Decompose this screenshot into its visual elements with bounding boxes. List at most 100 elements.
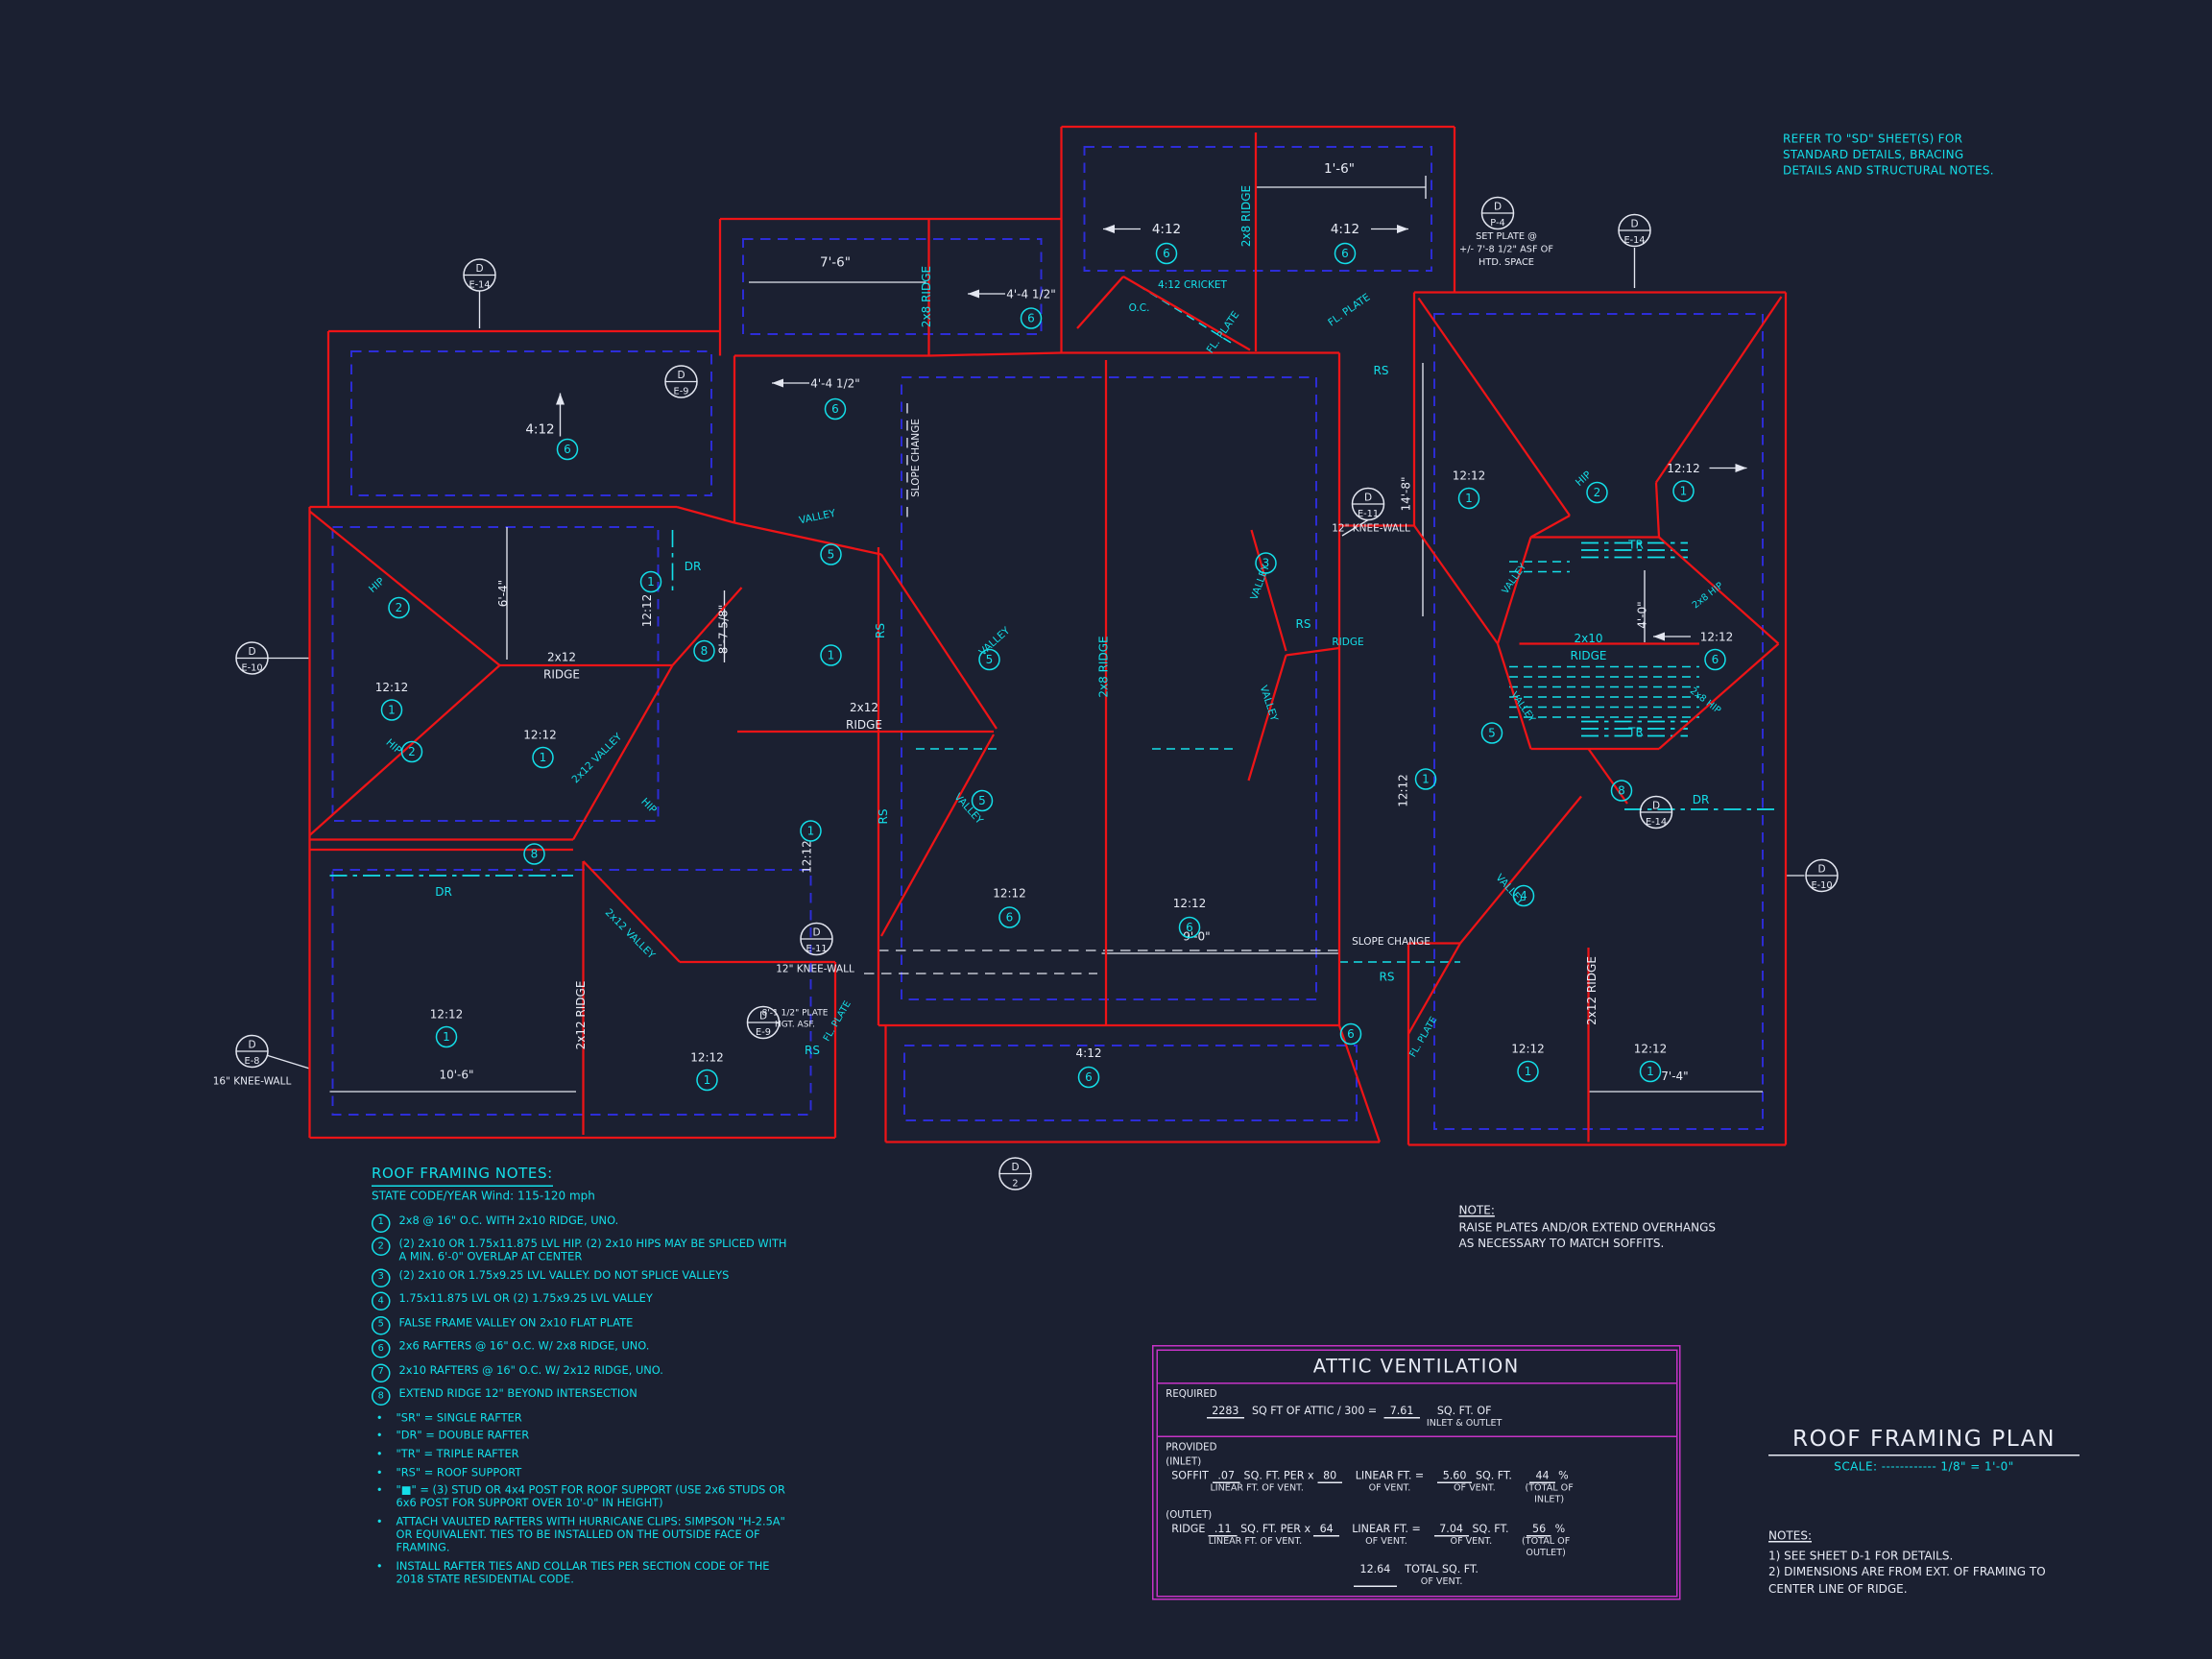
roof-framing-line xyxy=(1658,642,1780,750)
framing-note-text: "DR" = DOUBLE RAFTER xyxy=(396,1429,530,1443)
required-formula: SQ FT OF ATTIC / 300 = xyxy=(1251,1403,1378,1417)
roof-framing-line xyxy=(928,351,1062,357)
roof-framing-line xyxy=(1286,646,1340,657)
plan-annotation-label: 2x12 RIDGE xyxy=(574,981,588,1050)
plan-annotation-label: DR xyxy=(1693,793,1710,806)
vent-name: RIDGE xyxy=(1171,1521,1206,1535)
keynote-circle xyxy=(824,397,847,421)
keynote-circle xyxy=(1639,1060,1662,1083)
roof-framing-line xyxy=(1337,1024,1382,1142)
framing-note-item: 4 1.75x11.875 LVL OR (2) 1.75x9.25 LVL V… xyxy=(372,1291,792,1311)
plan-annotation-label: RS xyxy=(1296,617,1311,631)
keynote-number: 1 xyxy=(388,704,396,717)
plan-annotation-label: FL. PLATE xyxy=(1205,309,1242,355)
detail-callout-ref: E-11 xyxy=(1358,509,1379,519)
keynote-number: 8 xyxy=(531,848,539,861)
keynote-number-badge: 8 xyxy=(372,1386,391,1407)
roof-framing-line xyxy=(308,664,501,836)
roof-framing-line xyxy=(1496,643,1532,750)
roof-framing-line xyxy=(1529,515,1571,539)
detail-callout-sheet: D xyxy=(759,1010,767,1022)
keynote-number-badge: 6 xyxy=(372,1339,391,1358)
keynote-number: 6 xyxy=(1712,653,1719,666)
detail-callout-sheet: D xyxy=(248,646,255,658)
sd-note-line: STANDARD DETAILS, BRACING xyxy=(1783,148,1964,161)
vent-pct-unit: % xyxy=(1554,1521,1566,1535)
vent-mid-col: LINEAR FT. = OF VENT. xyxy=(1352,1522,1421,1547)
keynote-number: 6 xyxy=(1347,1027,1355,1041)
plan-annotation-label: 7'-4" xyxy=(1661,1070,1688,1083)
keynote-circle xyxy=(1414,768,1437,790)
framing-note-text: 2x8 @ 16" O.C. WITH 2x10 RIDGE, UNO. xyxy=(398,1213,619,1227)
keynote-number-badge: 4 xyxy=(372,1291,391,1311)
keynote-circle xyxy=(1155,242,1178,265)
attic-sqft-value: 2283 xyxy=(1206,1404,1245,1418)
plan-annotation-label: 2x8 HIP xyxy=(1691,581,1725,612)
keynote-circle xyxy=(380,699,403,721)
keynote-circle xyxy=(1334,242,1357,265)
plan-annotation-label: 12:12 xyxy=(430,1008,464,1022)
keynote-number: 1 xyxy=(647,575,655,589)
bullet-marker: • xyxy=(375,1465,383,1479)
slope-arrow-head xyxy=(968,289,979,299)
keynote-number: 6 xyxy=(1163,247,1170,260)
detail-callout-sheet: D xyxy=(1364,492,1372,503)
note-line: AS NECESSARY TO MATCH SOFFITS. xyxy=(1458,1236,1665,1250)
roof-framing-line xyxy=(1250,529,1287,652)
plan-annotation-label: 2x8 RIDGE xyxy=(920,266,933,327)
keynote-number: 5 xyxy=(828,548,835,562)
plan-annotation-label: 6'-4" xyxy=(496,580,510,607)
plan-annotation-label: FL. PLATE xyxy=(1326,292,1372,329)
sheet-notes-title: NOTES: xyxy=(1768,1529,1812,1543)
framing-note-bullet: • "TR" = TRIPLE RAFTER xyxy=(372,1448,792,1461)
sd-note-line: DETAILS AND STRUCTURAL NOTES. xyxy=(1783,163,1994,177)
plan-annotation-label: VALLEY xyxy=(798,508,837,527)
vent-value-line: 5.60 SQ. FT. xyxy=(1436,1468,1512,1483)
framing-note-bullet: • "RS" = ROOF SUPPORT xyxy=(372,1465,792,1479)
plan-annotation-label: 12:12 xyxy=(640,594,654,628)
vent-length-unit: LINEAR FT. OF VENT. xyxy=(1208,1534,1303,1547)
wall-below-outline xyxy=(1433,313,1764,1130)
detail-callout-ref: E-9 xyxy=(674,386,689,397)
keynote-number: 1 xyxy=(828,649,835,662)
plan-annotation-label: 12:12 xyxy=(801,840,814,874)
keynote-number: 1 xyxy=(443,1030,450,1044)
keynote-circle xyxy=(639,570,662,593)
framing-note-text: INSTALL RAFTER TIES AND COLLAR TIES PER … xyxy=(396,1559,770,1586)
provided-label: PROVIDED xyxy=(1166,1440,1217,1453)
slope-arrow-head xyxy=(556,393,565,405)
detail-callout-ref: P-4 xyxy=(1490,218,1504,228)
keynote-circle xyxy=(1704,648,1726,671)
roof-framing-line xyxy=(733,521,882,556)
keynote-number: 4 xyxy=(1520,889,1527,902)
vent-rate-col: RIDGE .11 SQ. FT. PER x 64 LINEAR FT. OF… xyxy=(1171,1521,1339,1547)
plan-annotation-label: 2x8 RIDGE xyxy=(1097,636,1111,697)
plan-annotation-label: RIDGE xyxy=(1332,637,1363,648)
keynote-circle xyxy=(556,438,579,461)
vent-total-value: 12.64 xyxy=(1354,1562,1397,1587)
framing-notes-bullet-list: • "SR" = SINGLE RAFTER • "DR" = DOUBLE R… xyxy=(372,1411,792,1586)
framing-note-text: (2) 2x10 OR 1.75x11.875 LVL HIP. (2) 2x1… xyxy=(398,1237,787,1263)
required-value: 7.61 xyxy=(1383,1404,1420,1418)
detail-callout-sheet: D xyxy=(677,370,685,381)
framing-note-item: 5 FALSE FRAME VALLEY ON 2x10 FLAT PLATE xyxy=(372,1315,792,1335)
roof-framing-line xyxy=(572,664,674,841)
roof-framing-notes: ROOF FRAMING NOTES: STATE CODE/YEAR Wind… xyxy=(372,1166,792,1591)
keynote-circle xyxy=(435,1025,458,1048)
plan-annotation-label: RS xyxy=(877,809,890,825)
roof-framing-line xyxy=(1654,482,1661,538)
bullet-marker: • xyxy=(375,1483,383,1497)
framing-note-bullet: • "DR" = DOUBLE RAFTER xyxy=(372,1430,792,1443)
keynote-circle xyxy=(998,906,1021,928)
note-line: RAISE PLATES AND/OR EXTEND OVERHANGS xyxy=(1458,1220,1717,1235)
plan-annotation-label: RS xyxy=(1380,971,1395,984)
keynote-number: 5 xyxy=(1488,727,1496,740)
required-unit: SQ. FT. OF INLET & OUTLET xyxy=(1427,1404,1502,1429)
keynote-circle xyxy=(820,644,842,666)
plan-annotation-label: TR xyxy=(1627,539,1644,552)
vent-pct-col: 56 % (TOTAL OF OUTLET) xyxy=(1522,1521,1570,1557)
framing-notes-subtitle: STATE CODE/YEAR Wind: 115-120 mph xyxy=(372,1190,595,1203)
vent-rate-line: SOFFIT .07 SQ. FT. PER x 80 xyxy=(1171,1468,1343,1483)
plan-annotation-label: 12" KNEE-WALL xyxy=(1332,523,1410,535)
keynote-circle xyxy=(1610,780,1633,802)
